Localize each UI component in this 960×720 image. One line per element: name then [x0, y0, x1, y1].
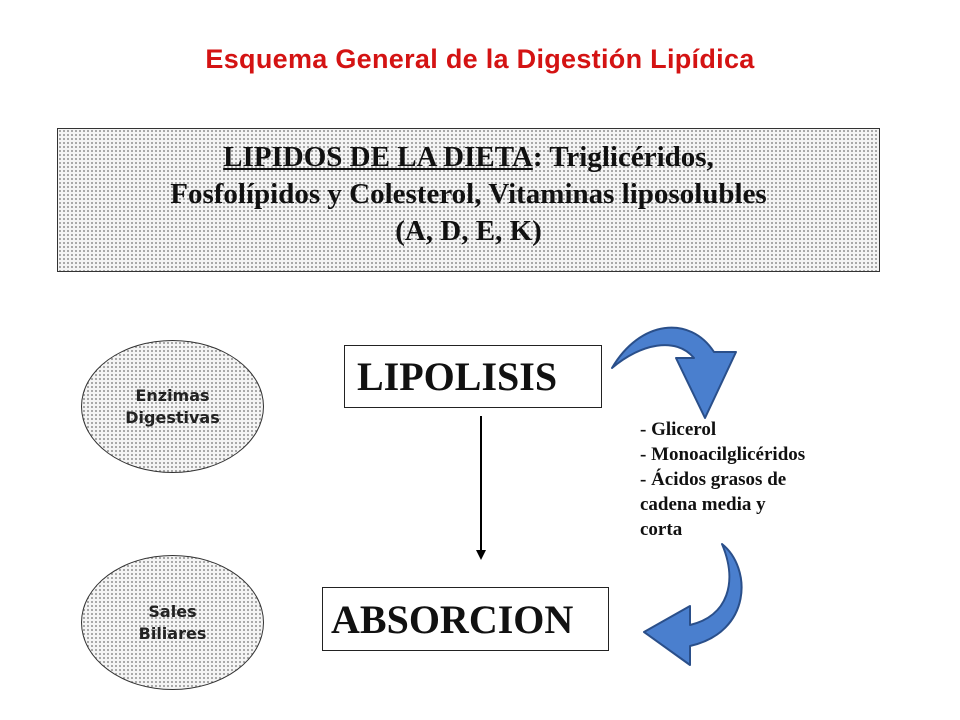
- dietary-lipids-line3: (A, D, E, K): [395, 215, 542, 247]
- dietary-lipids-line1: : Triglicéridos,: [532, 141, 714, 173]
- curved-arrow-bottom: [643, 543, 743, 666]
- product-acidos-grasos: - Ácidos grasos de: [640, 469, 787, 490]
- lipolysis-products: - Glicerol - Monoacilglicéridos - Ácidos…: [640, 417, 890, 542]
- dietary-lipids-heading: LIPIDOS DE LA DIETA: [223, 141, 533, 173]
- bile-salts-ellipse: Sales Biliares: [81, 555, 264, 690]
- curved-arrow-top: [611, 326, 737, 419]
- bile-salts-label-1: Sales: [148, 601, 197, 621]
- absorcion-box: ABSORCION: [322, 587, 609, 651]
- dietary-lipids-line2: Fosfolípidos y Colesterol, Vitaminas lip…: [170, 178, 767, 210]
- product-acidos-grasos-cont-2: corta: [640, 519, 683, 540]
- dietary-lipids-box: LIPIDOS DE LA DIETA: Triglicéridos, Fosf…: [57, 128, 880, 272]
- digestive-enzymes-label-2: Digestivas: [125, 407, 220, 427]
- down-arrow-head: [476, 550, 486, 560]
- digestive-enzymes-label-1: Enzimas: [135, 385, 210, 405]
- bile-salts-label-2: Biliares: [138, 623, 207, 643]
- page-title: Esquema General de la Digestión Lipídica: [205, 44, 755, 74]
- lipolisis-box: LIPOLISIS: [344, 345, 602, 408]
- product-glicerol: - Glicerol: [640, 419, 717, 440]
- product-monoacilgliceridos: - Monoacilglicéridos: [640, 444, 806, 465]
- product-acidos-grasos-cont-1: cadena media y: [640, 494, 766, 515]
- digestive-enzymes-ellipse: Enzimas Digestivas: [81, 340, 264, 473]
